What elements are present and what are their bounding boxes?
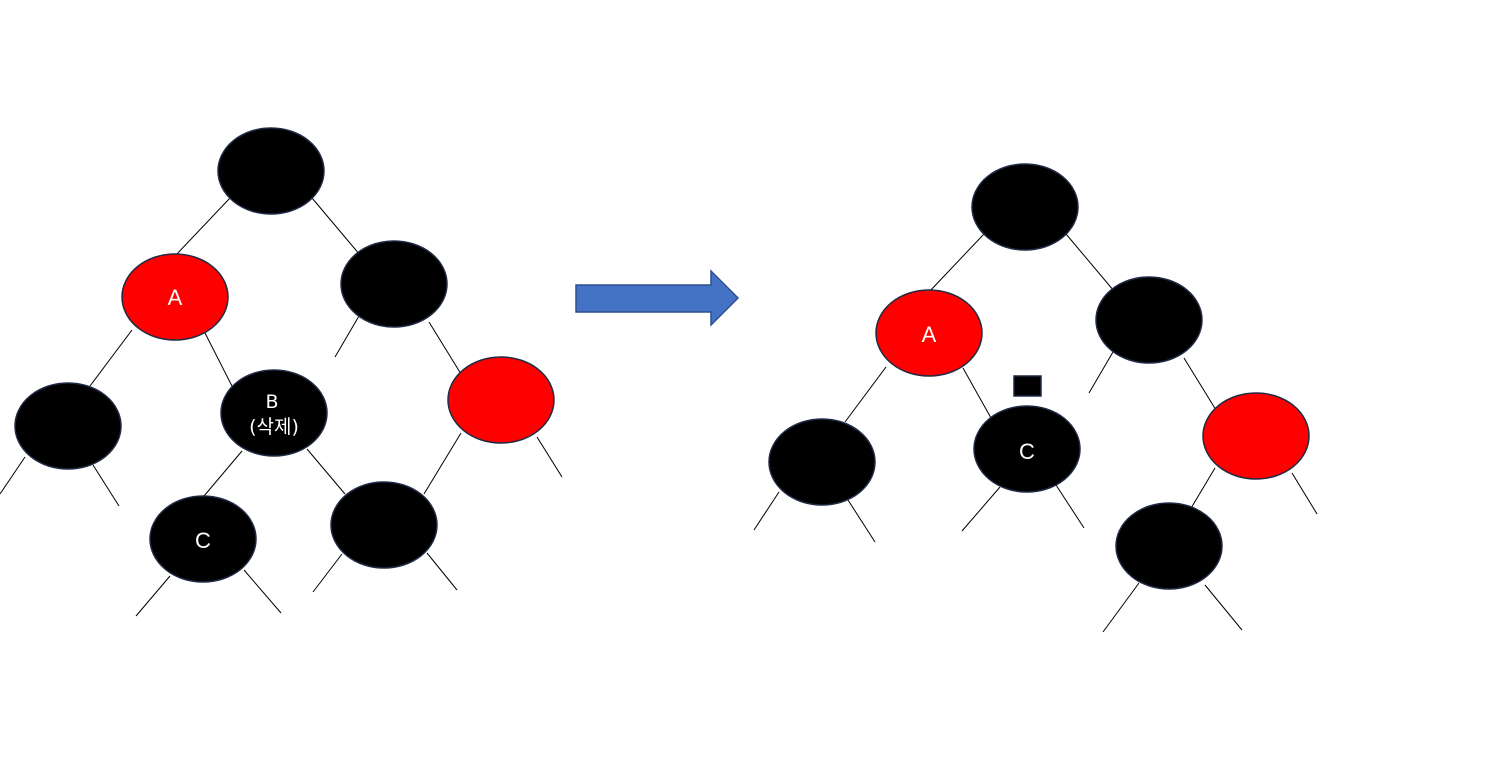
before-node-b-label: B <box>265 391 278 413</box>
edge <box>204 332 235 391</box>
edge <box>203 450 243 497</box>
extra-black-marker <box>1013 375 1042 397</box>
edge <box>243 569 282 614</box>
after-tree-edges <box>753 233 1318 633</box>
edge <box>311 197 361 256</box>
edge <box>961 486 1001 532</box>
after-left-leaf-black-node <box>768 418 876 506</box>
edge <box>1291 472 1318 515</box>
edge <box>426 552 458 591</box>
edge <box>1088 351 1114 394</box>
edge <box>844 366 887 423</box>
after-right-red-node <box>1202 392 1310 480</box>
edge <box>0 456 26 495</box>
edge <box>92 464 120 507</box>
before-node-c <box>149 495 257 583</box>
edge <box>423 432 462 495</box>
before-left-leaf-black-node <box>14 382 122 470</box>
before-right-black-node <box>340 240 448 328</box>
after-node-c-label: C <box>1019 439 1035 464</box>
edge <box>1065 233 1115 292</box>
edge <box>1183 357 1217 411</box>
before-right-red-node <box>447 356 555 444</box>
after-right-black-node <box>1095 276 1203 364</box>
after-lower-black-node <box>1115 502 1223 590</box>
edge <box>89 329 133 387</box>
before-node-a <box>121 253 229 341</box>
edge <box>428 321 462 375</box>
edge <box>135 575 171 617</box>
before-node-b <box>220 369 328 457</box>
after-node-c <box>973 405 1081 493</box>
edge <box>312 553 343 593</box>
after-tree: A C <box>753 163 1318 633</box>
after-node-a-label: A <box>922 322 937 347</box>
before-node-a-label: A <box>168 285 183 310</box>
edge <box>174 197 231 257</box>
before-node-b-sublabel: (삭제) <box>249 416 299 438</box>
after-node-a <box>875 289 983 377</box>
edge <box>306 448 346 495</box>
before-root-node <box>217 127 325 215</box>
edge <box>962 367 992 419</box>
edge <box>1204 584 1243 631</box>
edge <box>1055 484 1085 529</box>
right-arrow-icon <box>575 269 740 327</box>
edge <box>334 315 360 358</box>
before-node-c-label: C <box>195 528 211 553</box>
before-tree-edges <box>0 197 563 617</box>
before-tree: A B (삭제) C <box>0 127 563 617</box>
edge <box>1102 582 1140 633</box>
before-lower-black-node <box>330 481 438 569</box>
edge <box>928 233 985 293</box>
edge <box>536 436 563 478</box>
edge <box>847 499 876 543</box>
after-root-node <box>971 163 1079 251</box>
edge <box>753 491 780 531</box>
